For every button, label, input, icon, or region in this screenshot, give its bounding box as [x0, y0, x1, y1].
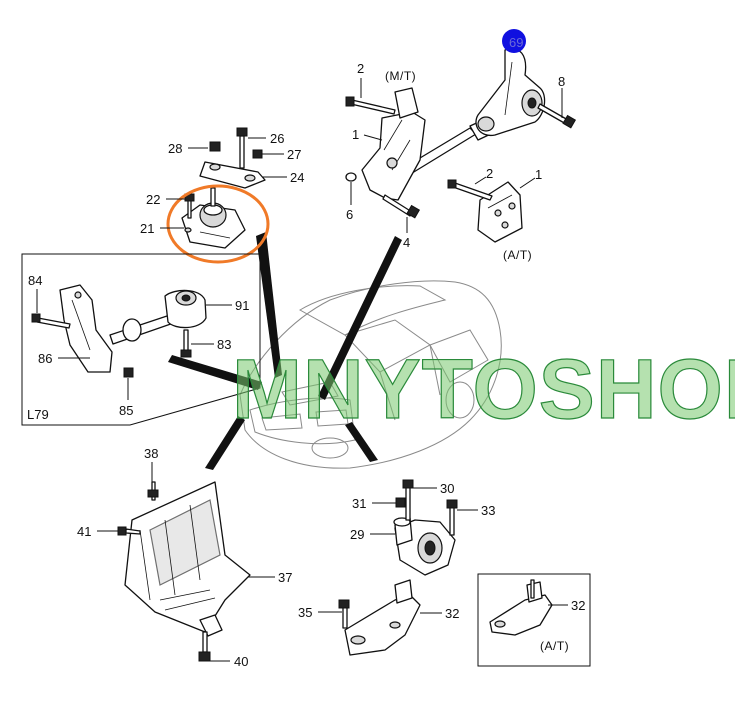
- car-outline: [239, 280, 502, 469]
- label-1-mt: 1: [352, 127, 359, 142]
- label-2-mt: 2: [357, 61, 364, 76]
- pointer-bands: [168, 232, 402, 470]
- label-26: 26: [270, 131, 284, 146]
- label-38: 38: [144, 446, 158, 461]
- label-8: 8: [558, 74, 565, 89]
- label-22: 22: [146, 192, 160, 207]
- label-mt-note: (M/T): [385, 69, 416, 83]
- label-at-note-top: (A/T): [503, 248, 532, 262]
- label-40: 40: [234, 654, 248, 669]
- part-labels: 2 (M/T) 1 6 4 8 2 1 (A/T) 28 26 27 24 22…: [27, 61, 585, 669]
- label-29: 29: [350, 527, 364, 542]
- label-21: 21: [140, 221, 154, 236]
- left-mount-group: [181, 127, 266, 249]
- l79-inset: [21, 253, 261, 426]
- at-inset: [477, 573, 591, 667]
- label-6: 6: [346, 207, 353, 222]
- label-33: 33: [481, 503, 495, 518]
- label-2-at: 2: [486, 166, 493, 181]
- label-blob: 69: [509, 35, 523, 50]
- label-41: 41: [77, 524, 91, 539]
- label-27: 27: [287, 147, 301, 162]
- blue-marker: [502, 29, 526, 53]
- label-83: 83: [217, 337, 231, 352]
- label-32-main: 32: [445, 606, 459, 621]
- label-91: 91: [235, 298, 249, 313]
- label-30: 30: [440, 481, 454, 496]
- lower-mount-group: [338, 479, 458, 656]
- label-31: 31: [352, 496, 366, 511]
- leader-lines: [36, 78, 568, 662]
- label-85: 85: [119, 403, 133, 418]
- label-32-at: 32: [571, 598, 585, 613]
- label-84: 84: [28, 273, 42, 288]
- label-37: 37: [278, 570, 292, 585]
- watermark: MNYTOSHOP: [232, 342, 735, 436]
- label-1-at: 1: [535, 167, 542, 182]
- label-4: 4: [403, 235, 410, 250]
- label-24: 24: [290, 170, 304, 185]
- undercover-group: [117, 481, 251, 662]
- upper-mount-group: [345, 48, 577, 243]
- label-35: 35: [298, 605, 312, 620]
- label-l79: L79: [27, 407, 49, 422]
- label-at-note-bottom: (A/T): [540, 639, 569, 653]
- highlight-ring: [166, 184, 270, 264]
- label-86: 86: [38, 351, 52, 366]
- label-28: 28: [168, 141, 182, 156]
